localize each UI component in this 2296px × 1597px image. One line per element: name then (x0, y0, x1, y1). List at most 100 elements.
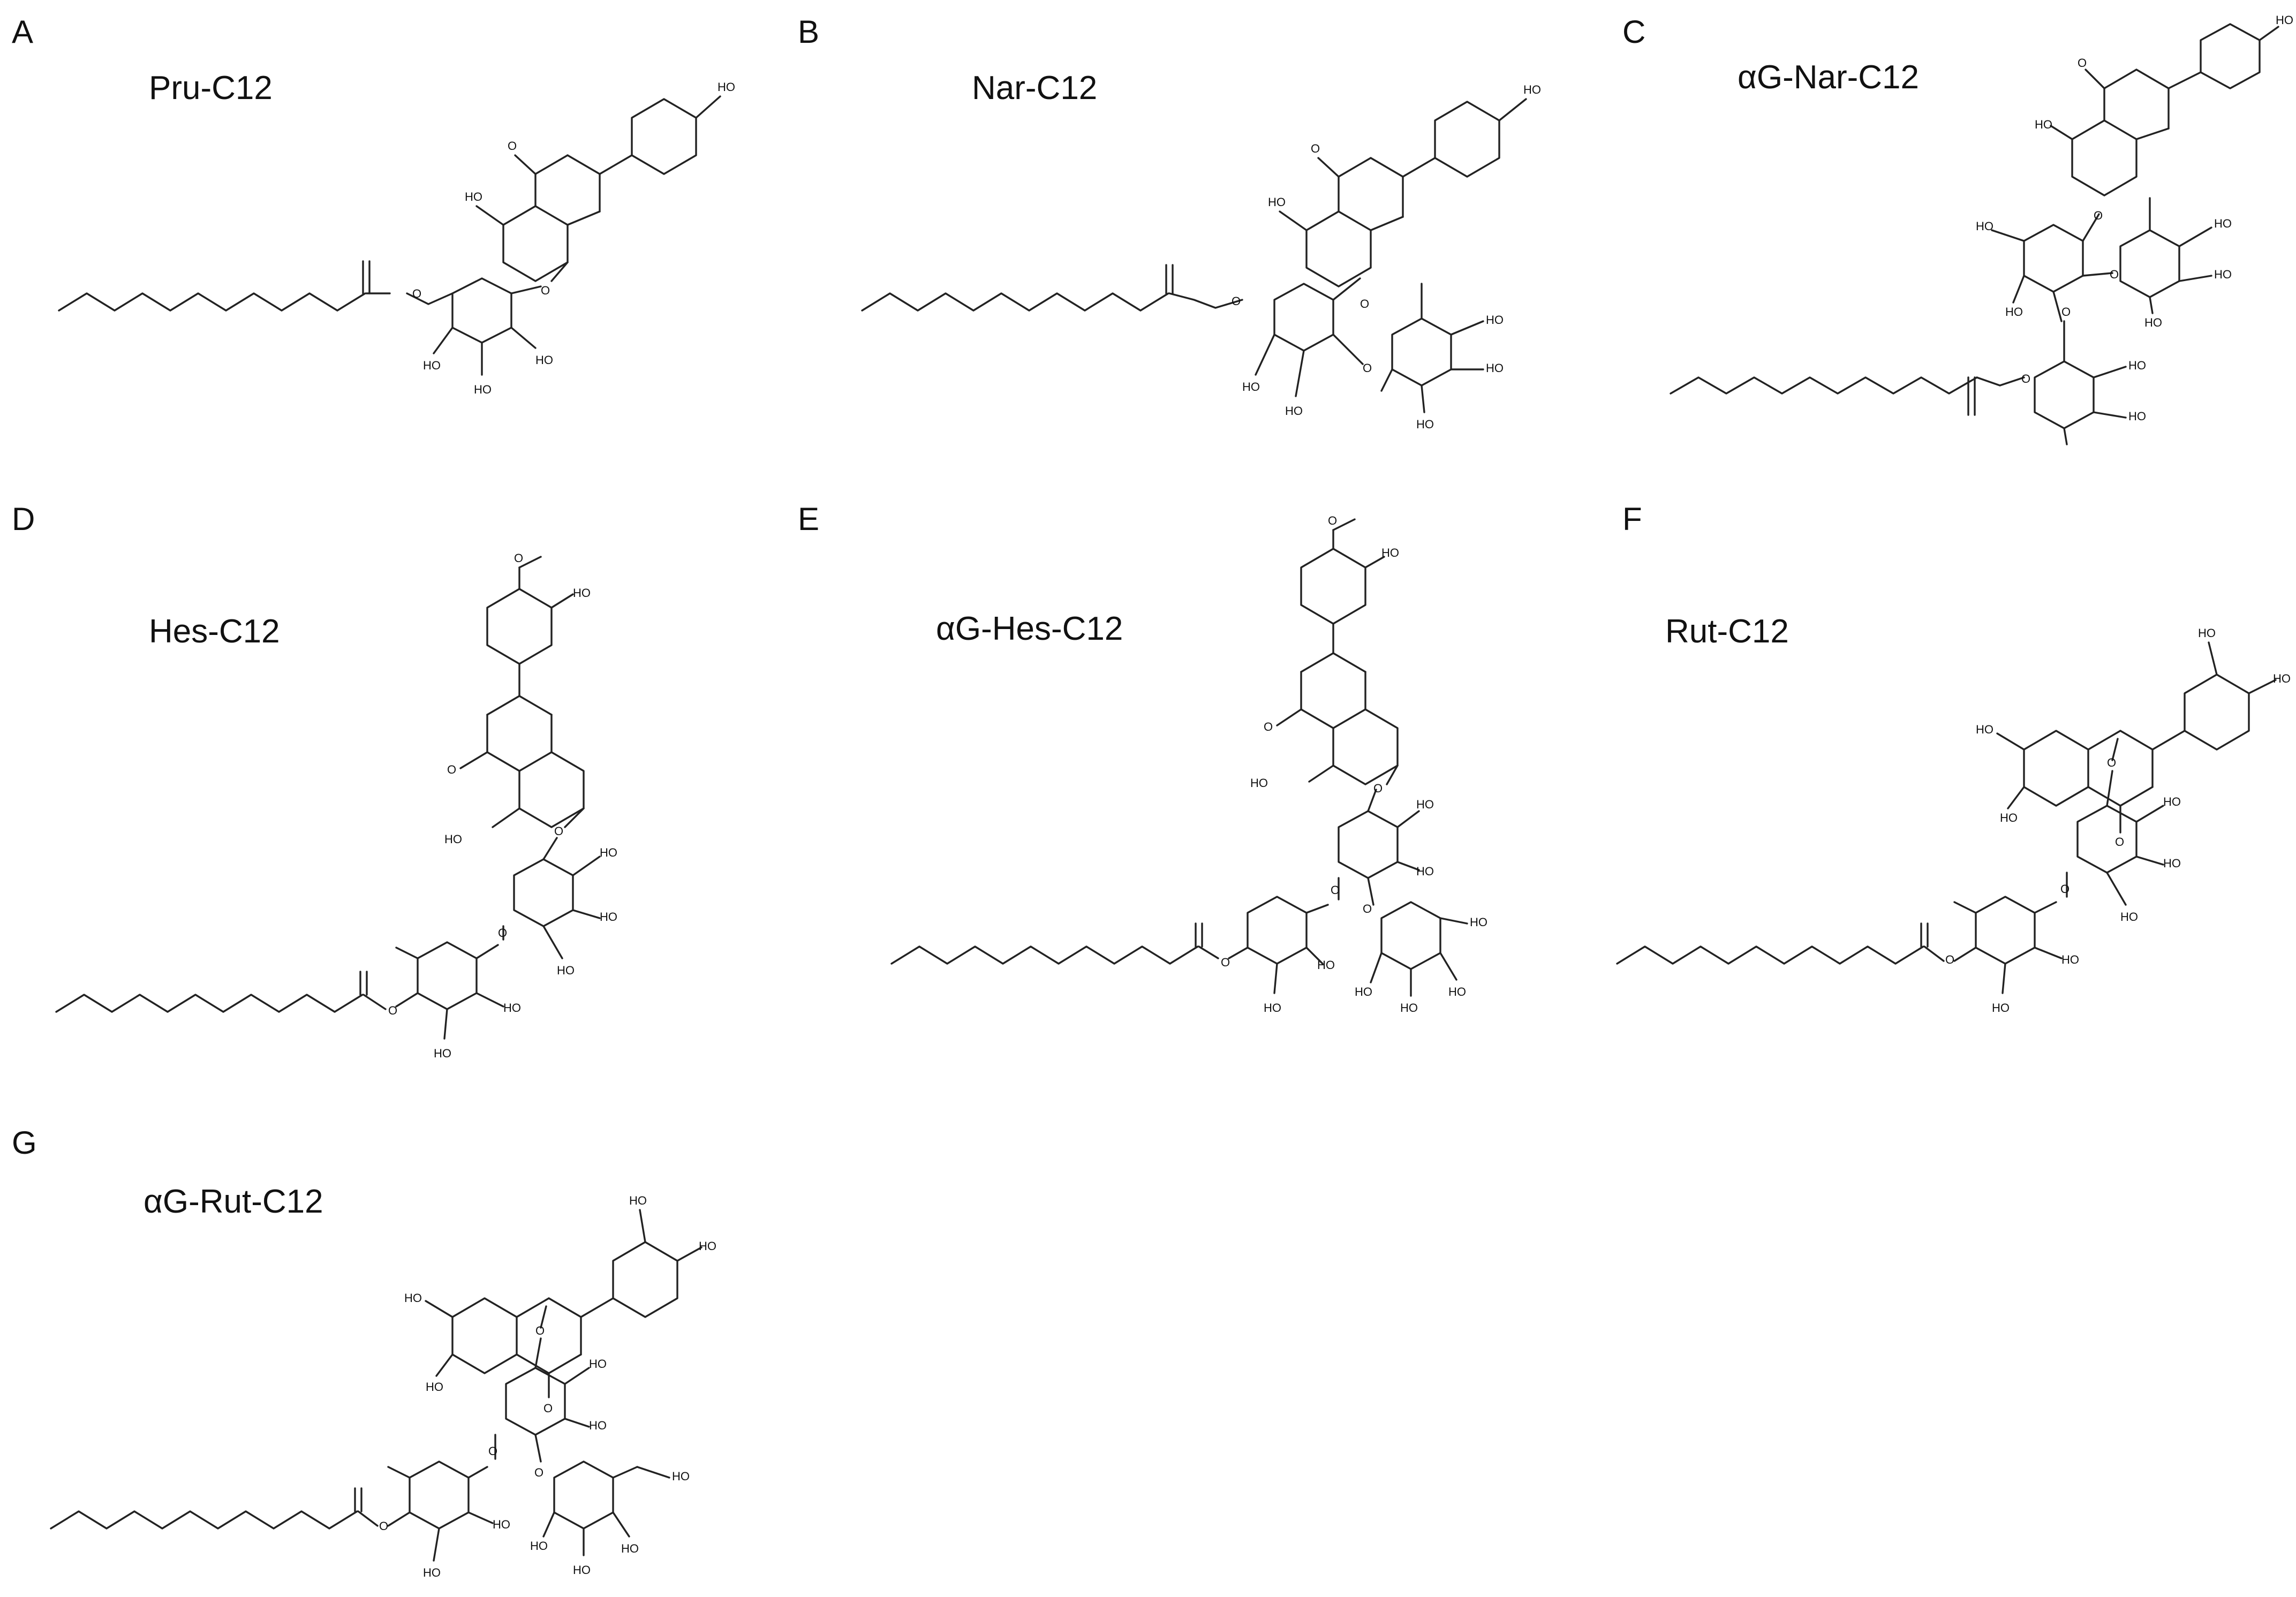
bond (534, 1337, 542, 1369)
hydroxyl-label: HO (1250, 776, 1268, 790)
glucose-ring (1273, 283, 1334, 352)
bond (2119, 786, 2154, 807)
hydroxyl-label: HO (589, 1419, 607, 1432)
bond (518, 695, 553, 716)
bond (387, 1466, 411, 1479)
bond (564, 1367, 590, 1385)
hydroxyl-label: HO (2144, 316, 2162, 329)
bond (492, 807, 520, 828)
bond (435, 1353, 454, 1377)
ring-oxygen-label: O (388, 1004, 397, 1017)
hydroxyl-label: HO (426, 1380, 443, 1394)
bond (2093, 411, 2127, 419)
hydroxyl-label: HO (1242, 380, 1260, 393)
hydroxyl-label: HO (1976, 220, 1993, 233)
ring-oxygen-label: O (2061, 305, 2071, 319)
hydroxyl-label: HO (404, 1291, 422, 1305)
lauroyl-chain (58, 292, 366, 312)
glucose-ring-middle (2023, 224, 2084, 293)
b-ring (612, 1241, 678, 1318)
bond (2002, 963, 2006, 994)
bond (406, 292, 454, 305)
panel-letter-b: B (798, 14, 819, 50)
ring-oxygen-label: O (1363, 902, 1372, 915)
hydroxyl-label: HO (423, 1566, 441, 1579)
bond (1380, 368, 1393, 392)
bond (2034, 947, 2063, 959)
hydroxyl-label: HO (1486, 313, 1504, 327)
bond (486, 751, 520, 772)
bond (475, 205, 504, 226)
ring-oxygen-label: O (534, 1466, 543, 1479)
glucose-ring (2076, 805, 2138, 874)
rhamnose-ring (1391, 317, 1452, 387)
bond (1198, 945, 1219, 959)
hydroxyl-label: HO (1416, 418, 1434, 431)
b-ring (1434, 101, 1500, 178)
bond (467, 1466, 488, 1479)
a-ring (518, 751, 585, 828)
bond (2063, 427, 2068, 445)
bond (459, 751, 488, 769)
bond (2050, 125, 2073, 140)
bond (1317, 157, 1340, 178)
hydroxyl-label: HO (1285, 404, 1303, 418)
a-ring (1332, 708, 1399, 785)
ring-oxygen-label: O (508, 139, 517, 153)
ring-oxygen-label: O (2094, 209, 2103, 222)
bond (1305, 947, 1324, 965)
bond (395, 992, 419, 1008)
hydroxyl-label: HO (621, 1542, 639, 1555)
bond (516, 1353, 550, 1374)
bond (1332, 277, 1361, 301)
bond (362, 994, 387, 1010)
bond (1364, 556, 1385, 569)
hydroxyl-label: HO (493, 1518, 510, 1531)
panel-letter-a: A (12, 14, 33, 50)
hydroxyl-label: HO (1381, 546, 1399, 559)
ring-oxygen-label: O (1232, 294, 1241, 308)
ring-oxygen-label: O (1363, 361, 1372, 375)
a-ring (2071, 119, 2138, 196)
hydroxyl-label: HO (589, 1357, 607, 1371)
bond (1421, 384, 1425, 413)
ring-oxygen-label: O (2060, 882, 2070, 896)
hydroxyl-label: HO (503, 1001, 521, 1015)
bond (395, 947, 419, 959)
bond (1439, 917, 1468, 925)
panel-a: A Pru-C12 O HO HO HO (12, 14, 735, 396)
hydroxyl-label: HO (2273, 672, 2291, 685)
glucose-ring-lower (1380, 901, 1441, 970)
bond (534, 1434, 542, 1463)
bond (1367, 789, 1377, 812)
bond (2087, 786, 2121, 807)
hydroxyl-label: HO (573, 586, 591, 600)
hydroxyl-label: HO (557, 964, 575, 977)
compound-name-ag-hes-c12: αG-Hes-C12 (936, 610, 1123, 647)
a-ring (2023, 730, 2089, 807)
structure-nar-c12 (861, 98, 1527, 413)
bond (1976, 376, 2025, 387)
hydroxyl-label: HO (2035, 118, 2052, 131)
ring-oxygen-label: O (447, 763, 456, 776)
bond (2135, 805, 2164, 823)
bond (1332, 334, 1364, 365)
bond (1923, 945, 1945, 962)
bond (510, 285, 542, 294)
compound-name-rut-c12: Rut-C12 (1665, 613, 1789, 650)
hydroxyl-label: HO (1448, 985, 1466, 998)
glucose-ring (513, 858, 574, 927)
hydroxyl-label: HO (1486, 361, 1504, 375)
structure-pru-c12 (58, 95, 721, 376)
bond (486, 695, 520, 716)
rhamnose-ring (417, 941, 478, 1010)
panel-e: E αG-Hes-C12 (798, 501, 1487, 1015)
b-ring (486, 588, 553, 665)
lauroyl-chain (1670, 376, 1978, 395)
hydroxyl-label: HO (474, 383, 492, 396)
bond (550, 593, 574, 609)
hydroxyl-label: HO (2128, 359, 2146, 372)
hydroxyl-label: HO (699, 1239, 716, 1253)
ring-oxygen-label: O (543, 1402, 553, 1415)
hydroxyl-label: HO (1470, 915, 1487, 929)
